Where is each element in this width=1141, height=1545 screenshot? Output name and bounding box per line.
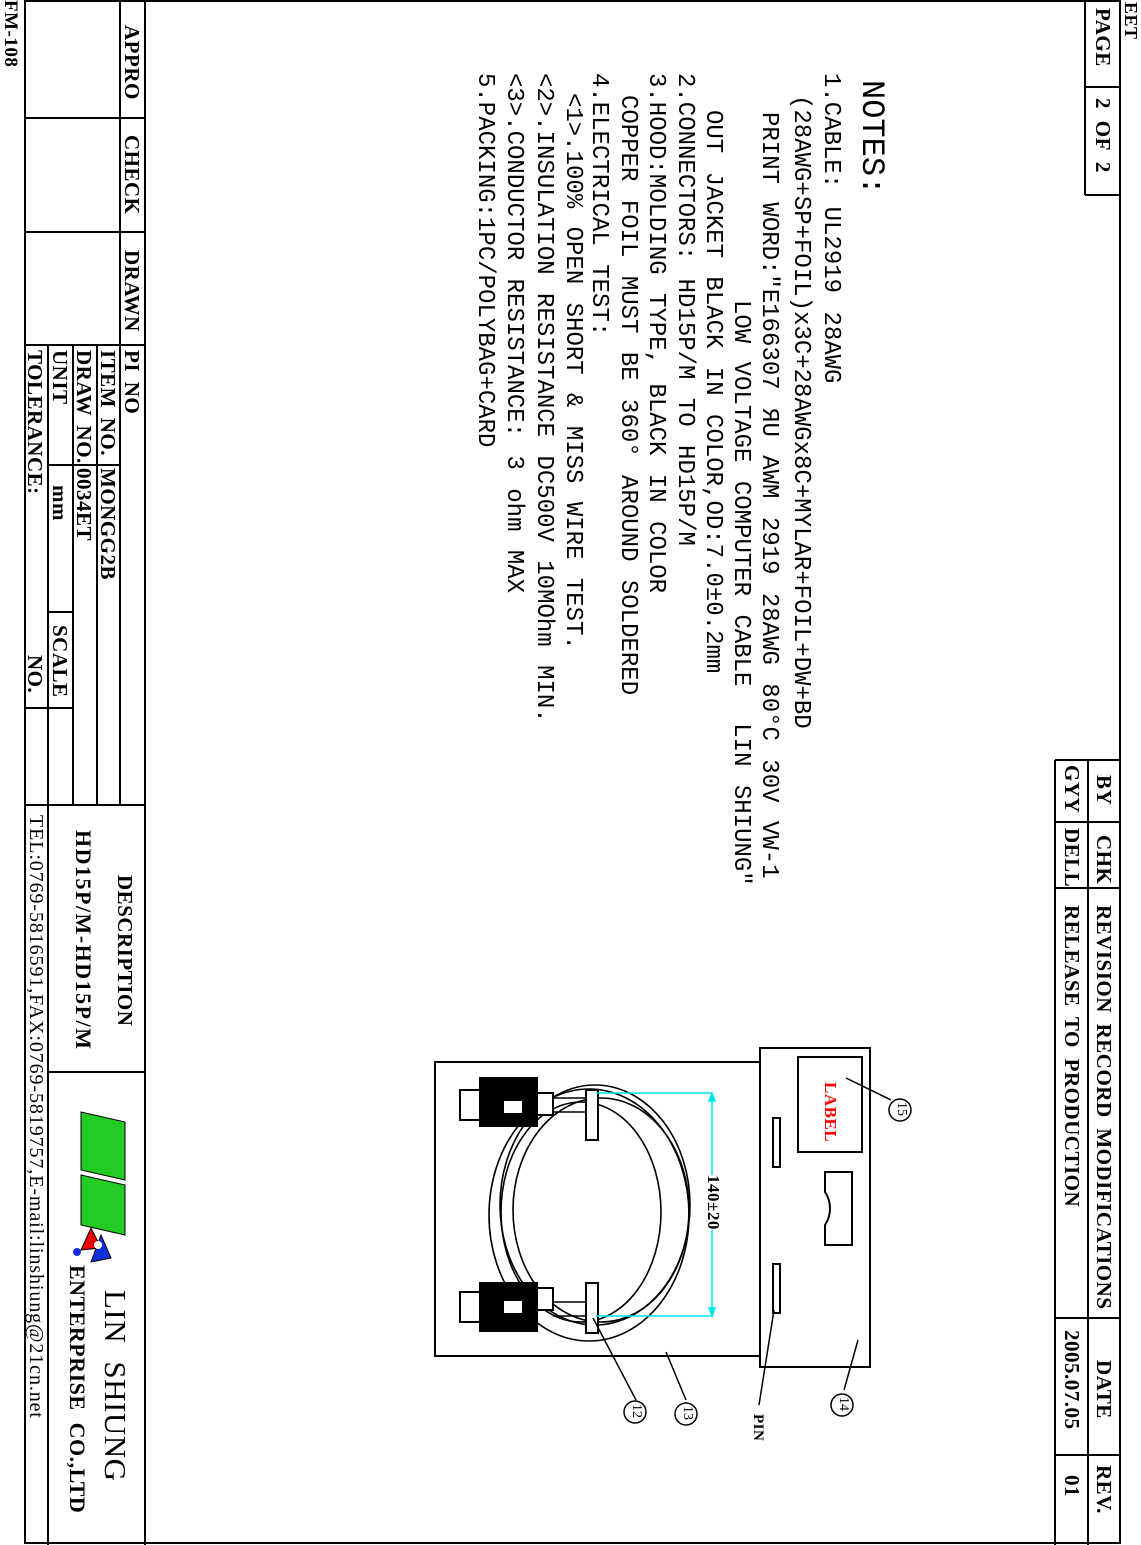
balloon-14: [830, 1393, 854, 1417]
description-label: DESCRIPTION: [113, 875, 137, 1027]
rev-header-chk: CHK: [1092, 835, 1116, 885]
sheet-frame: [24, 0, 1121, 1544]
note-line: 1.CABLE: UL2919 28AWG: [817, 73, 844, 384]
cable-packaging-drawing: [434, 1047, 912, 1426]
note-line: 3.HOOD:MOLDING TYPE, BLACK IN COLOR: [642, 73, 669, 594]
slot-right: [772, 1263, 781, 1314]
balloon-12: [623, 1400, 647, 1424]
notes-title: NOTES:: [853, 80, 890, 196]
balloon-15-text: 15: [894, 1102, 909, 1116]
leader-15: [845, 1077, 892, 1101]
note-line: <1>.100% OPEN SHORT & MISS WIRE TEST.: [559, 93, 586, 650]
rev-row-modification: RELEASE TO PRODUCTION: [1060, 905, 1084, 1208]
balloon-13: [674, 1402, 698, 1426]
connector-bottom: [459, 1282, 554, 1332]
draw-no-value: 0034ET: [72, 468, 96, 542]
rev-row-rev: 01: [1060, 1475, 1084, 1497]
unit-label: UNIT: [48, 350, 72, 405]
drawn-label: DRAWN: [120, 250, 144, 332]
note-line: 5.PACKING:1PC/POLYBAG+CARD: [471, 73, 498, 448]
contact-info: TEL:0769-5816591,FAX:0769-5819757,E-mail…: [25, 815, 47, 1419]
scale-label: SCALE: [48, 625, 72, 698]
note-line: <2>.INSULATION RESISTANCE DC500V 10MOhm …: [530, 73, 557, 723]
rev-row-date: 2005.07.05: [1060, 1330, 1084, 1430]
leader-12: [592, 1317, 637, 1401]
leader-14: [843, 1339, 859, 1391]
pi-no-label: PI NO: [120, 350, 144, 415]
rev-header-by: BY: [1092, 775, 1116, 806]
tolerance-label: TOLERANCE:: [23, 350, 47, 495]
description-value: HD15P/M-HD15P/M: [71, 830, 96, 1051]
balloon-13-text: 13: [680, 1406, 695, 1420]
leader-pin: [758, 1309, 775, 1406]
pin-label: PIN: [750, 1414, 766, 1442]
rev-row-chk: DELL: [1060, 828, 1084, 888]
note-line: COPPER FOIL MUST BE 360° AROUND SOLDERED: [614, 95, 641, 696]
label-text: LABEL: [821, 1082, 840, 1143]
company-logo: [73, 1111, 126, 1263]
page-value: 2 OF 2: [1091, 98, 1115, 173]
rev-header-rev: REV.: [1092, 1465, 1116, 1514]
connector-top: [459, 1077, 554, 1127]
slot-left: [772, 1117, 781, 1168]
item-no-value: MONGG2B: [96, 468, 120, 580]
balloon-15: [888, 1098, 912, 1122]
balloon-14-text: 14: [836, 1397, 851, 1411]
rev-header-modifications: REVISION RECORD MODIFICATIONS: [1092, 905, 1116, 1310]
note-line: (28AWG+SP+FOIL)x3C+28AWGx8C+MYLAR+FOIL+D…: [787, 95, 814, 729]
leader-13: [665, 1351, 687, 1401]
note-line: 2.CONNECTORS: HD15P/M TO HD15P/M: [671, 73, 698, 546]
company-name: LIN SHIUNG: [98, 1290, 133, 1482]
note-line: OUT JACKET BLACK IN COLOR,OD:7.0±0.2mm: [699, 110, 726, 674]
hanger-notch: [824, 1171, 853, 1246]
rev-row-by: GYY: [1060, 765, 1084, 814]
balloon-12-text: 12: [629, 1404, 644, 1418]
company-suffix: ENTERPRISE CO.,LTD: [65, 1265, 90, 1514]
check-label: CHECK: [120, 135, 144, 215]
dimension-text: 140±20: [704, 1175, 723, 1230]
cable-clip: [585, 1089, 599, 1141]
note-line: PRINT WORD:"E166307 ЯU AWM 2919 28AWG 80…: [755, 112, 782, 879]
no-label: NO.: [23, 655, 47, 694]
item-no-label: ITEM NO.: [96, 350, 120, 457]
rev-header-date: DATE: [1092, 1360, 1116, 1419]
sheet-header-fragment: EET: [1121, 2, 1141, 40]
appro-label: APPRO: [120, 25, 144, 100]
page-label: PAGE: [1091, 8, 1115, 67]
unit-value: mm: [48, 485, 72, 521]
draw-no-label: DRAW NO.: [72, 350, 96, 464]
note-line: <3>.CONDUCTOR RESISTANCE: 3 ohm MAX: [500, 73, 527, 594]
label-area: [797, 1056, 863, 1153]
note-line: 4.ELECTRICAL TEST:: [585, 73, 612, 337]
form-number: FM-108: [0, 0, 21, 68]
note-line: LOW VOLTAGE COMPUTER CABLE LIN SHIUNG": [727, 300, 754, 886]
